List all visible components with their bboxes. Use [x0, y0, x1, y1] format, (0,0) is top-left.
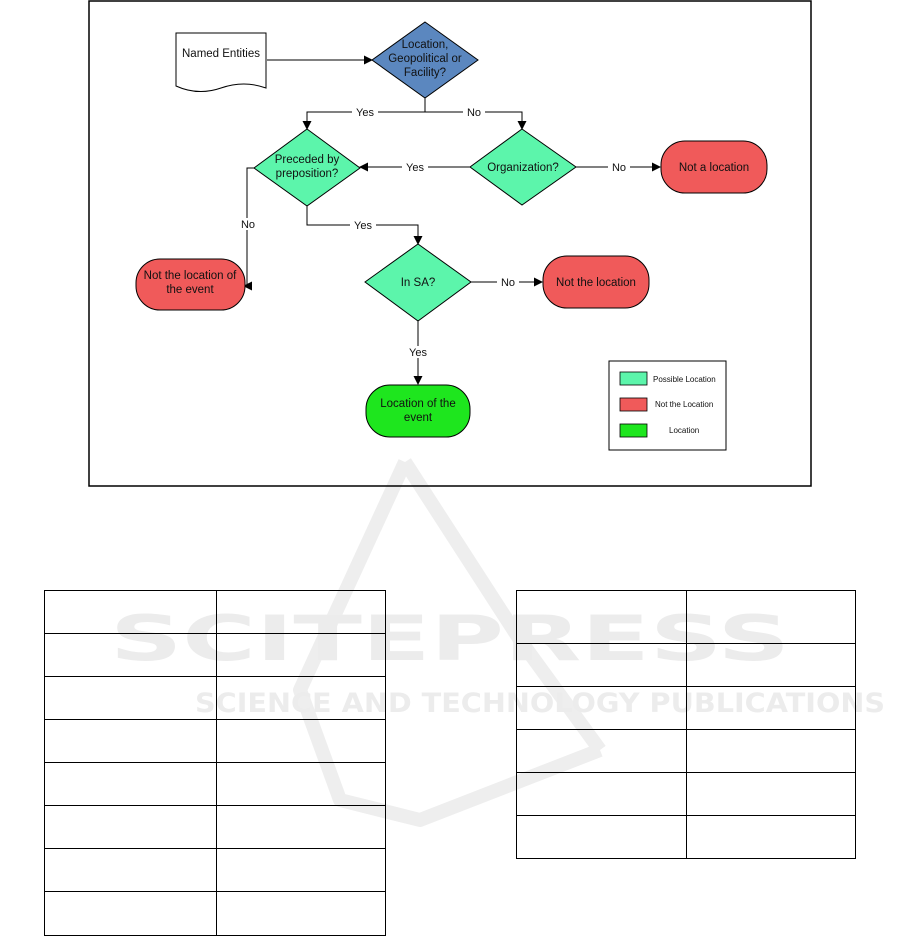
left-table-cell — [216, 762, 386, 806]
location-decision-line-2: Geopolitical or — [388, 53, 462, 65]
left-table-cell — [43, 676, 218, 720]
node-not-the-location: Not the location — [542, 255, 650, 309]
label-no-2: No — [612, 162, 626, 174]
table-right — [516, 590, 856, 859]
left-table-cell — [43, 719, 218, 763]
right-table-cell — [685, 643, 856, 687]
label-yes-2: Yes — [406, 162, 424, 174]
node-named-entities: Named Entities — [175, 32, 267, 92]
right-table-cell — [516, 643, 687, 687]
right-table-cell — [516, 686, 687, 730]
diagram-frame — [88, 0, 812, 487]
label-no-3: No — [241, 219, 255, 231]
right-table-cell — [516, 590, 687, 644]
node-not-location-of-event: Not the location of the event — [135, 258, 246, 311]
not-a-location-text: Not a location — [679, 162, 749, 174]
right-table-row — [516, 590, 856, 644]
left-table-row — [43, 719, 386, 763]
location-decision-line-3: Facility? — [404, 67, 446, 79]
edge-labels: Yes No Yes No No Yes No Yes — [237, 106, 630, 359]
legend-swatch-location — [619, 423, 648, 438]
label-yes-1: Yes — [356, 107, 374, 119]
node-location-decision: Location, Geopolitical or Facility? — [371, 21, 479, 99]
right-table-cell — [685, 815, 856, 859]
right-table-cell — [516, 815, 687, 859]
left-table-cell — [43, 848, 218, 892]
edge-location-no — [425, 111, 527, 130]
legend-label-possible: Possible Location — [653, 375, 716, 384]
right-table-row — [516, 729, 856, 773]
connectors — [243, 55, 661, 385]
node-organization-decision: Organization? — [469, 128, 577, 206]
right-table-row — [516, 686, 856, 730]
organization-decision-text: Organization? — [487, 162, 559, 174]
left-table-cell — [216, 805, 386, 849]
location-of-event-line-2: event — [404, 412, 433, 424]
left-table-cell — [43, 891, 218, 936]
location-decision-line-1: Location, — [402, 39, 449, 51]
node-in-sa-decision: In SA? — [364, 243, 472, 322]
label-yes-4: Yes — [409, 347, 427, 359]
right-table-row — [516, 815, 856, 859]
left-table-cell — [43, 590, 218, 634]
right-table-cell — [685, 686, 856, 730]
right-table-row — [516, 772, 856, 816]
right-table-cell — [685, 729, 856, 773]
left-table-cell — [216, 633, 386, 677]
table-left — [43, 590, 386, 936]
left-table-row — [43, 590, 386, 634]
left-table-cell — [43, 633, 218, 677]
legend: Possible Location Not the Location Locat… — [608, 360, 727, 451]
not-the-location-text: Not the location — [556, 277, 636, 289]
node-not-a-location: Not a location — [660, 140, 768, 194]
left-table-cell — [216, 848, 386, 892]
right-table-row — [516, 643, 856, 687]
left-table-row — [43, 805, 386, 849]
left-table-row — [43, 762, 386, 806]
left-table-row — [43, 676, 386, 720]
legend-swatch-possible — [619, 371, 648, 386]
legend-label-not-location: Not the Location — [655, 400, 713, 409]
not-location-of-event-line-2: the event — [166, 284, 214, 296]
left-table-cell — [216, 590, 386, 634]
label-yes-3: Yes — [354, 220, 372, 232]
node-preposition-decision: Preceded by preposition? — [253, 128, 361, 207]
left-table-cell — [216, 676, 386, 720]
left-table-cell — [216, 719, 386, 763]
right-table-cell — [516, 729, 687, 773]
right-table-cell — [685, 590, 856, 644]
right-table-cell — [685, 772, 856, 816]
left-table-cell — [43, 762, 218, 806]
preposition-decision-line-2: preposition? — [276, 168, 339, 180]
left-table-row — [43, 633, 386, 677]
node-location-of-event: Location of the event — [365, 384, 471, 438]
not-location-of-event-line-1: Not the location of — [144, 270, 238, 282]
left-table-cell — [43, 805, 218, 849]
named-entities-text: Named Entities — [182, 48, 260, 60]
left-table-row — [43, 891, 386, 936]
right-table-cell — [516, 772, 687, 816]
legend-swatch-not-location — [619, 397, 648, 412]
label-no-1: No — [467, 107, 481, 119]
legend-label-location: Location — [669, 426, 699, 435]
label-no-4: No — [501, 277, 515, 289]
left-table-cell — [216, 891, 386, 936]
in-sa-decision-text: In SA? — [401, 277, 436, 289]
left-table-row — [43, 848, 386, 892]
location-of-event-line-1: Location of the — [380, 398, 455, 410]
preposition-decision-line-1: Preceded by — [275, 154, 340, 166]
